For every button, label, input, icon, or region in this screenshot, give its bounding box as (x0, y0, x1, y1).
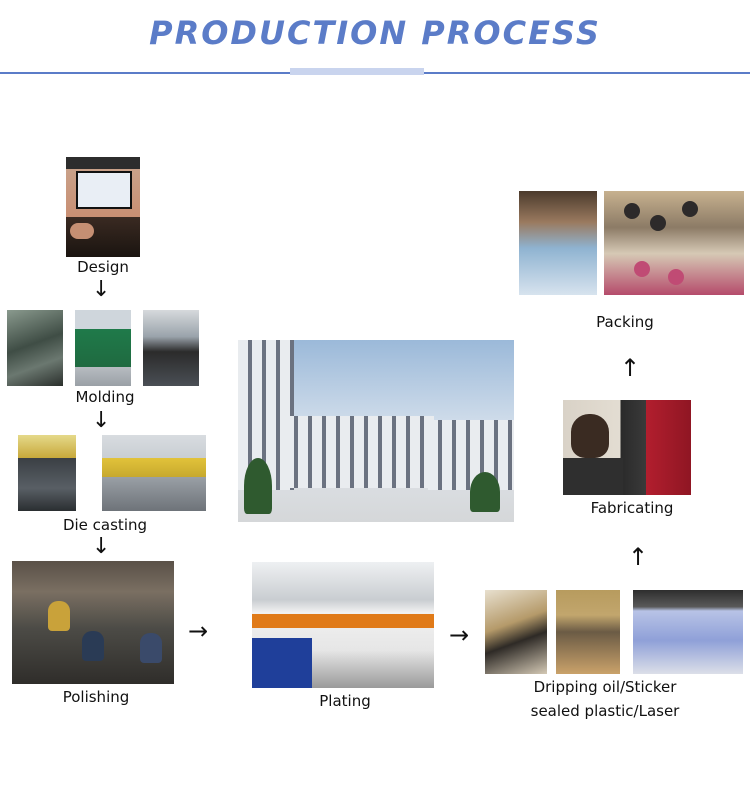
plating-photo (252, 562, 434, 688)
dripping-oil-label-line1: Dripping oil/Sticker (520, 678, 690, 696)
packing-photo-1 (519, 191, 597, 295)
arrow-right-icon: → (449, 623, 469, 647)
die-casting-photo-2 (102, 435, 206, 511)
arrow-down-icon: ↓ (92, 536, 110, 558)
arrow-up-icon: ↑ (628, 545, 648, 569)
packing-photo-2 (604, 191, 744, 295)
polishing-photo (12, 561, 174, 684)
fabricating-photo (563, 400, 691, 495)
arrow-up-icon: ↑ (620, 356, 640, 380)
molding-photo-3 (143, 310, 199, 386)
arrow-right-icon: → (188, 619, 208, 643)
page-title: PRODUCTION PROCESS (0, 14, 750, 52)
arrow-down-icon: ↓ (92, 410, 110, 432)
polishing-label: Polishing (46, 688, 146, 706)
design-label: Design (60, 258, 146, 276)
die-casting-photo-1 (18, 435, 76, 511)
plating-label: Plating (300, 692, 390, 710)
molding-photo-2 (75, 310, 131, 386)
die-casting-label: Die casting (50, 516, 160, 534)
packing-label: Packing (575, 313, 675, 331)
laser-photo (633, 590, 743, 674)
molding-label: Molding (60, 388, 150, 406)
design-photo (66, 157, 140, 257)
title-divider-accent (290, 68, 424, 75)
arrow-down-icon: ↓ (92, 279, 110, 301)
dripping-oil-photo (485, 590, 547, 674)
sticker-photo (556, 590, 620, 674)
fabricating-label: Fabricating (572, 499, 692, 517)
molding-photo-1 (7, 310, 63, 386)
factory-building-photo (238, 340, 514, 522)
dripping-oil-label-line2: sealed plastic/Laser (520, 702, 690, 720)
